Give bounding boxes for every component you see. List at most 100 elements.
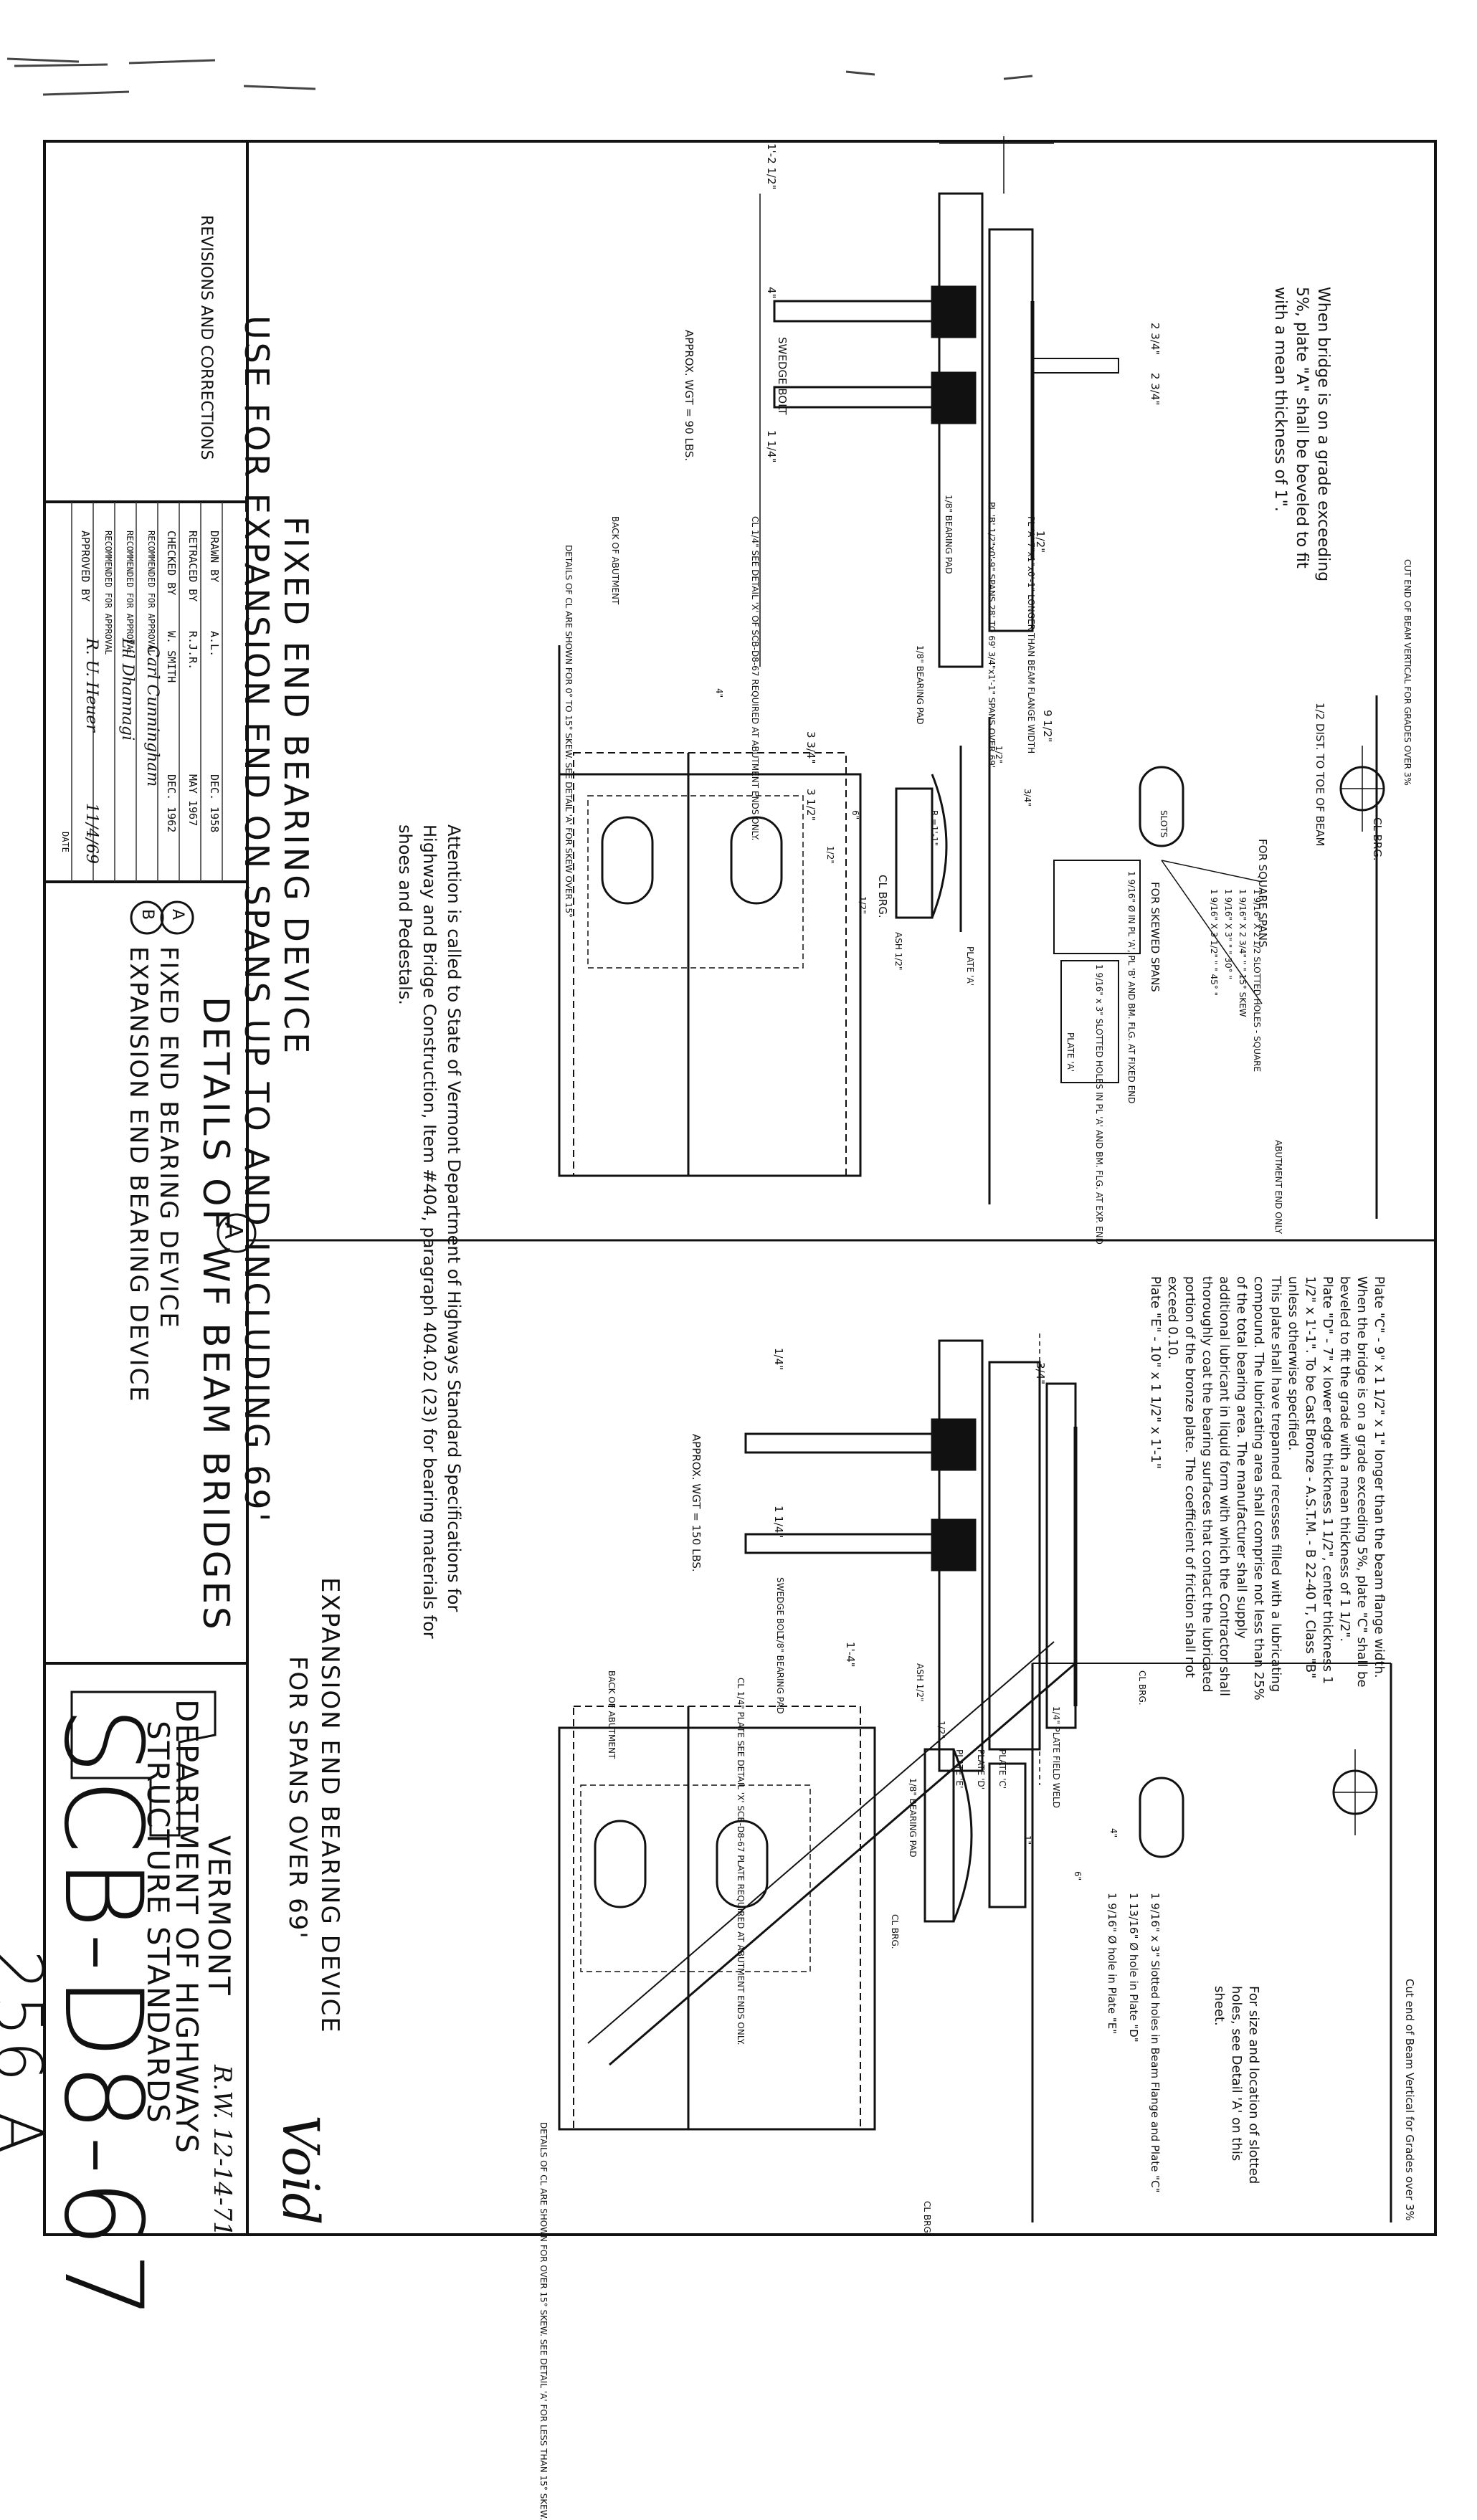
expansion-elevation — [744, 1333, 1078, 1785]
exp-dim-3-4: 3/4" — [1034, 1362, 1047, 1385]
checked-by-label: CHECKED BY — [165, 531, 178, 596]
fixed-plate-a-label: PLATE 'A' — [965, 946, 975, 986]
fixed-dim-2-3-4b: 2 3/4" — [1149, 373, 1162, 406]
fixed-slot-row-1: 1 9/16" X 2 1/2 SLOTTED HOLES - SQUARE — [1252, 889, 1262, 1073]
checked-date: DEC. 1962 — [165, 774, 178, 833]
panel-marker-a: A — [219, 1222, 247, 1241]
attention-note-wrap: Attention is called to State of Vermont … — [393, 824, 466, 1670]
exp-dim-1-4b: 1'-4" — [844, 1642, 857, 1668]
exp-dim-1: 1" — [1022, 1835, 1032, 1845]
signature-2: Lil Dhannagi — [118, 638, 136, 741]
fixed-dim-1-1-4: 1 1/4" — [765, 430, 778, 463]
fixed-dim-6: 6" — [850, 810, 860, 820]
exp-slot-note-2: 1 13/16" Ø hole in Plate "D" — [1127, 1893, 1140, 2043]
exp-notes-wrap: Plate "C" - 9" x 1 1/2" x 1" longer than… — [1146, 1276, 1387, 1706]
legend-b-letter: B — [138, 909, 156, 921]
fixed-plate-a-label-2: PLATE 'A' — [1065, 1032, 1075, 1073]
fixed-slot-row-3: 1 9/16" X 3" " " 30° " — [1223, 889, 1233, 980]
drawing-number: SCB-D8-67 — [40, 1706, 165, 2325]
exp-size-location-note: For size and location of slotted holes, … — [1212, 1986, 1261, 2184]
exp-end-box: 1 9/16" x 3" SLOTTED HOLES IN PL 'A' AND… — [1094, 964, 1104, 1245]
exp-plate-e: PLATE 'E' — [954, 1749, 964, 1789]
fixed-dist-to-toe: 1/2 DIST. TO TOE OF BEAM — [1314, 703, 1326, 847]
void-initials: R.W. 12-14-71 — [208, 2065, 237, 2237]
exp-plate-d: PLATE 'D' — [976, 1749, 986, 1790]
exp-bearing-pad: 1/8" BEARING PAD — [775, 1635, 785, 1714]
exp-dim-1-4: 1/4" — [772, 1348, 785, 1371]
fixed-brg-2: CL BRG. — [876, 875, 889, 918]
exp-brg-3: CL BRG. — [922, 2201, 932, 2236]
exp-swedge-bolt: SWEDGE BOLT — [775, 1577, 785, 1640]
exp-ash: ASH 1/2" — [915, 1663, 925, 1702]
legend-fixed: FIXED END BEARING DEVICE — [154, 946, 183, 1329]
fixed-slot-row-4: 1 9/16" X 3 1/2" " " 45° " — [1209, 889, 1219, 997]
fixed-skewed-spans: FOR SKEWED SPANS — [1149, 882, 1162, 992]
signature-date: 11/4/69 — [82, 803, 100, 864]
expansion-title-line1: EXPANSION END BEARING DEVICE — [315, 1577, 344, 2034]
fixed-approx-wgt: APPROX. WGT = 90 LBS. — [683, 330, 695, 462]
recommended-3: RECOMMENDED FOR APPROVAL — [103, 531, 113, 655]
fixed-title-line1: FIXED END BEARING DEVICE — [277, 516, 315, 1057]
sheet-border — [43, 140, 1437, 2236]
exp-approx-wgt: APPROX. WGT = 150 LBS. — [690, 1434, 703, 1572]
fixed-grade-note: When bridge is on a grade exceeding 5%, … — [1271, 287, 1332, 582]
fixed-dim-1-2b: 1/2" — [994, 746, 1004, 764]
fixed-elevation — [759, 136, 1119, 668]
exp-dim-1-2: 1/2" — [936, 1721, 946, 1739]
recommended-1: RECOMMENDED FOR APPROVAL — [146, 531, 156, 655]
exp-field-weld: 1/4" PLATE FIELD WELD — [1051, 1706, 1061, 1808]
fixed-dim-1-2d: 1/2" — [825, 846, 835, 864]
fixed-abutment-end-only: ABUTMENT END ONLY — [1273, 1140, 1283, 1235]
exp-plate-d-note: Plate "D" - 7" x lower edge thickness 1 … — [1286, 1276, 1335, 1685]
expansion-title-line2: FOR SPANS OVER 69' — [283, 1656, 312, 1940]
exp-slot-note-1: 1 9/16" x 3" Slotted holes in Beam Flang… — [1149, 1893, 1162, 2193]
fixed-swedge-bolt: SWEDGE BOLT — [776, 337, 789, 415]
details-title: DETAILS OF WF BEAM BRIDGES — [195, 997, 237, 1632]
fixed-brg: CL BRG. — [1371, 817, 1384, 861]
exp-size-note-wrap: For size and location of slotted holes, … — [1210, 1986, 1262, 2201]
state-name: VERMONT — [201, 1835, 237, 1997]
fixed-dim-3-4: 3 3/4" — [804, 731, 817, 764]
exp-brg: CL BRG. — [1137, 1670, 1147, 1706]
fixed-end-box: 1 9/16" Ø IN PL 'A', PL 'B' AND BM. FLG.… — [1126, 871, 1136, 1104]
fixed-dim-9-1-2: 9 1/2" — [1041, 710, 1054, 743]
expansion-plan — [558, 1641, 1076, 2131]
recommended-2: RECOMMENDED FOR APPROVAL — [125, 531, 135, 655]
exp-dim-6: 6" — [1073, 1871, 1083, 1881]
fixed-cut-end-note: CUT END OF BEAM VERTICAL FOR GRADES OVER… — [1402, 559, 1412, 786]
legend-a-letter: A — [168, 909, 186, 921]
panel-marker-circle — [217, 1213, 257, 1253]
exp-cut-end-note: Cut end of Beam Vertical for Grades over… — [1403, 1979, 1416, 2221]
fixed-dim-1: 1'-2 1/2" — [765, 143, 778, 190]
expansion-section — [923, 1663, 1392, 2222]
exp-detail-note: DETAILS OF CL ARE SHOWN FOR OVER 15° SKE… — [538, 2122, 548, 2520]
drawing-linework — [6, 57, 1437, 2236]
drawing-sheet: REVISIONS AND CORRECTIONS DRAWN BY A.L. … — [0, 57, 1437, 2520]
drawn-date: DEC. 1958 — [208, 774, 221, 833]
fixed-cl-note: CL 1/4" SEE DETAIL 'X' OF SCB-D8-67 REQU… — [750, 516, 760, 841]
exp-dim-4: 4" — [1108, 1828, 1119, 1838]
exp-cl-note: CL 1/4" PLATE SEE DETAIL 'X' SCB-D8-67 P… — [736, 1678, 746, 2045]
void-stamp: Void — [271, 2115, 330, 2225]
fixed-dim-4b: 4" — [714, 688, 724, 698]
revisions-label: REVISIONS AND CORRECTIONS — [197, 215, 215, 460]
approved-by-label: APPROVED BY — [79, 531, 92, 602]
fixed-plan — [558, 645, 862, 1177]
fixed-ash: ASH 1/2" — [893, 932, 903, 971]
attention-note: Attention is called to State of Vermont … — [395, 824, 464, 1639]
fixed-back-of-abutment: BACK OF ABUTMENT — [610, 516, 620, 605]
fixed-slot-label: SLOTS — [1159, 810, 1169, 838]
exp-brg-2: CL BRG. — [890, 1914, 900, 1949]
fixed-title-line2: USE FOR EXPANSION END ON SPANS UP TO AND… — [237, 315, 276, 1525]
fixed-section — [895, 695, 1385, 1219]
fixed-plate-b-note: PL 'B' 1/2"x0'-9" SPANS 28' TO 69' 3/4"x… — [987, 502, 997, 769]
fixed-bearing-pad: 1/8" BEARING PAD — [944, 495, 954, 574]
exp-trepanned-note: This plate shall have trepanned recesses… — [1165, 1276, 1283, 1701]
exp-plate-e-note: Plate "E" - 10" x 1 1/2" x 1'-1" — [1148, 1276, 1163, 1470]
retraced-date: MAY 1967 — [186, 774, 199, 827]
retraced-by-label: RETRACED BY — [186, 531, 199, 602]
fixed-dim-4: 4" — [765, 287, 778, 299]
fixed-slot-row-2: 1 9/16" X 2 3/4" " " 15° SKEW — [1238, 889, 1248, 1017]
checked-by-value: W. SMITH — [165, 631, 178, 683]
exp-plate-c: PLATE 'C' — [997, 1749, 1007, 1789]
